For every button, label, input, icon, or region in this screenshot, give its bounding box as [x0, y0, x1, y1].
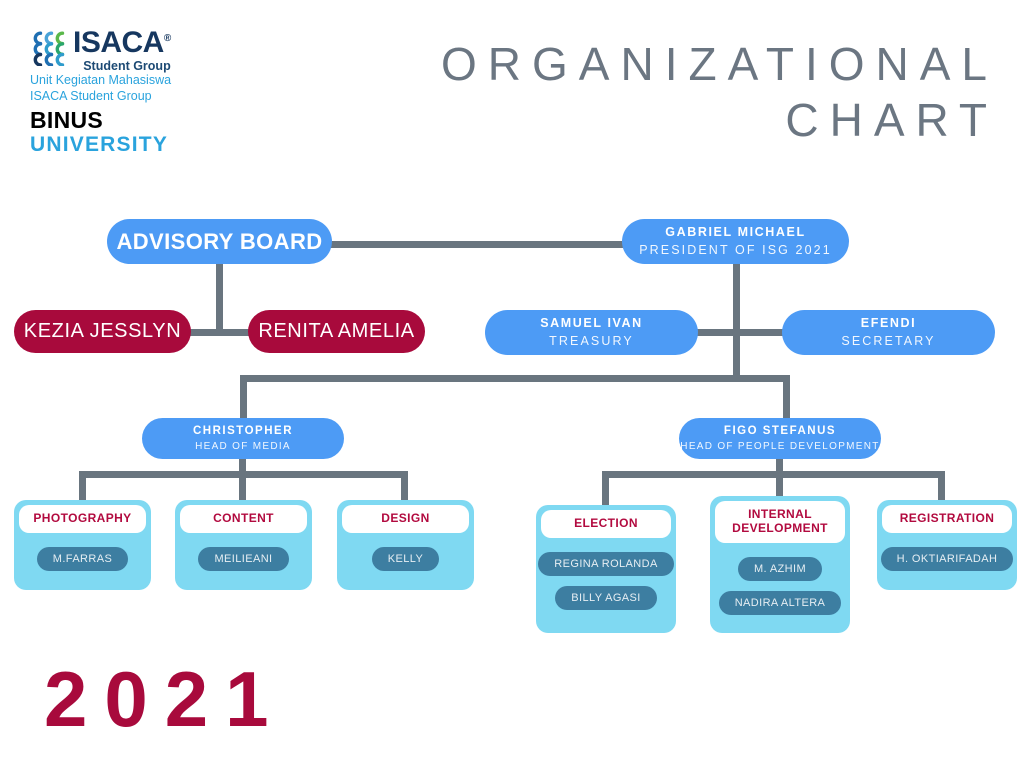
dept-card-content[interactable]: CONTENT MEILIEANI	[175, 500, 312, 590]
dept-member-list: M.FARRAS	[19, 533, 146, 571]
node-treasury[interactable]: SAMUEL IVAN TREASURY	[485, 310, 698, 355]
isaca-name: ISACA®	[73, 26, 171, 59]
university-name: UNIVERSITY	[30, 133, 169, 157]
head-media-role: HEAD OF MEDIA	[195, 440, 291, 452]
dept-member-list: M. AZHIM NADIRA ALTERA	[715, 543, 845, 615]
node-advisory-board[interactable]: ADVISORY BOARD	[107, 219, 332, 264]
connector-people-drop-2	[776, 471, 783, 504]
brand-line-1: Unit Kegiatan Mahasiswa	[30, 73, 172, 88]
brand-block: ISACA® Student Group Unit Kegiatan Mahas…	[30, 28, 260, 157]
head-people-role: HEAD OF PEOPLE DEVELOPMENT	[680, 440, 880, 452]
connector-advisors-bar	[170, 329, 280, 336]
member-pill[interactable]: NADIRA ALTERA	[718, 590, 842, 615]
connector-president-stem	[733, 262, 740, 378]
node-advisor-renita-amelia[interactable]: RENITA AMELIA	[248, 310, 425, 353]
isaca-wordmark: ISACA® Student Group	[73, 26, 171, 74]
year-label: 2021	[44, 655, 286, 743]
node-secretary[interactable]: EFENDI SECRETARY	[782, 310, 995, 355]
dept-card-election[interactable]: ELECTION REGINA ROLANDA BILLY AGASI	[536, 505, 676, 633]
member-pill[interactable]: H. OKTIARIFADAH	[880, 546, 1014, 571]
dept-card-photography[interactable]: PHOTOGRAPHY M.FARRAS	[14, 500, 151, 590]
isaca-grid-logo-icon	[33, 31, 65, 66]
connector-advisory-stem	[216, 262, 223, 332]
dept-title: DESIGN	[342, 505, 469, 533]
president-role: PRESIDENT OF ISG 2021	[639, 242, 832, 257]
treasury-role: TREASURY	[549, 333, 634, 348]
connector-media-drop-2	[239, 471, 246, 504]
member-pill[interactable]: M. AZHIM	[737, 556, 823, 581]
dept-member-list: KELLY	[342, 533, 469, 571]
page-title: ORGANIZATIONAL CHART	[378, 36, 998, 148]
dept-member-list: REGINA ROLANDA BILLY AGASI	[538, 538, 674, 610]
isaca-subtitle: Student Group	[83, 59, 171, 73]
node-president[interactable]: GABRIEL MICHAEL PRESIDENT OF ISG 2021	[622, 219, 849, 264]
binus-name: BINUS	[30, 106, 104, 133]
isaca-logo: ISACA® Student Group	[30, 28, 260, 73]
dept-title: REGISTRATION	[882, 505, 1012, 533]
advisor-label: KEZIA JESSLYN	[23, 320, 182, 342]
member-pill[interactable]: M.FARRAS	[36, 546, 129, 571]
node-advisor-kezia-jesslyn[interactable]: KEZIA JESSLYN	[14, 310, 191, 353]
connector-people-drop-3	[938, 471, 945, 509]
dept-member-list: H. OKTIARIFADAH	[880, 533, 1014, 571]
title-line-1: ORGANIZATIONAL	[441, 38, 998, 90]
dept-card-internal-development[interactable]: INTERNAL DEVELOPMENT M. AZHIM NADIRA ALT…	[710, 496, 850, 633]
president-name: GABRIEL MICHAEL	[665, 225, 806, 240]
advisor-label: RENITA AMELIA	[258, 320, 415, 342]
connector-main-bus	[240, 375, 790, 382]
head-media-name: CHRISTOPHER	[193, 425, 293, 438]
connector-people-drop-1	[602, 471, 609, 509]
member-pill[interactable]: BILLY AGASI	[555, 585, 657, 610]
member-pill[interactable]: MEILIEANI	[198, 546, 289, 571]
member-pill[interactable]: KELLY	[371, 546, 440, 571]
connector-bus-drop-right	[783, 375, 790, 430]
node-head-media[interactable]: CHRISTOPHER HEAD OF MEDIA	[142, 418, 344, 459]
connector-officers-bar	[672, 329, 812, 336]
brand-line-2: ISACA Student Group	[30, 89, 152, 103]
dept-card-design[interactable]: DESIGN KELLY	[337, 500, 474, 590]
registered-mark: ®	[163, 33, 171, 44]
connector-media-drop-1	[79, 471, 86, 504]
node-head-people-development[interactable]: FIGO STEFANUS HEAD OF PEOPLE DEVELOPMENT	[679, 418, 881, 459]
dept-title: PHOTOGRAPHY	[19, 505, 146, 533]
secretary-name: EFENDI	[860, 316, 917, 331]
member-pill[interactable]: REGINA ROLANDA	[538, 551, 674, 576]
connector-bus-drop-left	[240, 375, 247, 430]
secretary-role: SECRETARY	[841, 333, 936, 348]
title-line-2: CHART	[785, 94, 998, 147]
dept-title: ELECTION	[541, 510, 671, 538]
connector-media-drop-3	[401, 471, 408, 504]
dept-member-list: MEILIEANI	[180, 533, 307, 571]
treasury-name: SAMUEL IVAN	[540, 316, 643, 331]
dept-title: INTERNAL DEVELOPMENT	[715, 501, 845, 543]
dept-card-registration[interactable]: REGISTRATION H. OKTIARIFADAH	[877, 500, 1017, 590]
dept-title: CONTENT	[180, 505, 307, 533]
connector-advisory-president	[330, 241, 740, 248]
advisory-board-label: ADVISORY BOARD	[116, 228, 323, 254]
connector-people-bar	[602, 471, 945, 478]
head-people-name: FIGO STEFANUS	[723, 425, 837, 438]
